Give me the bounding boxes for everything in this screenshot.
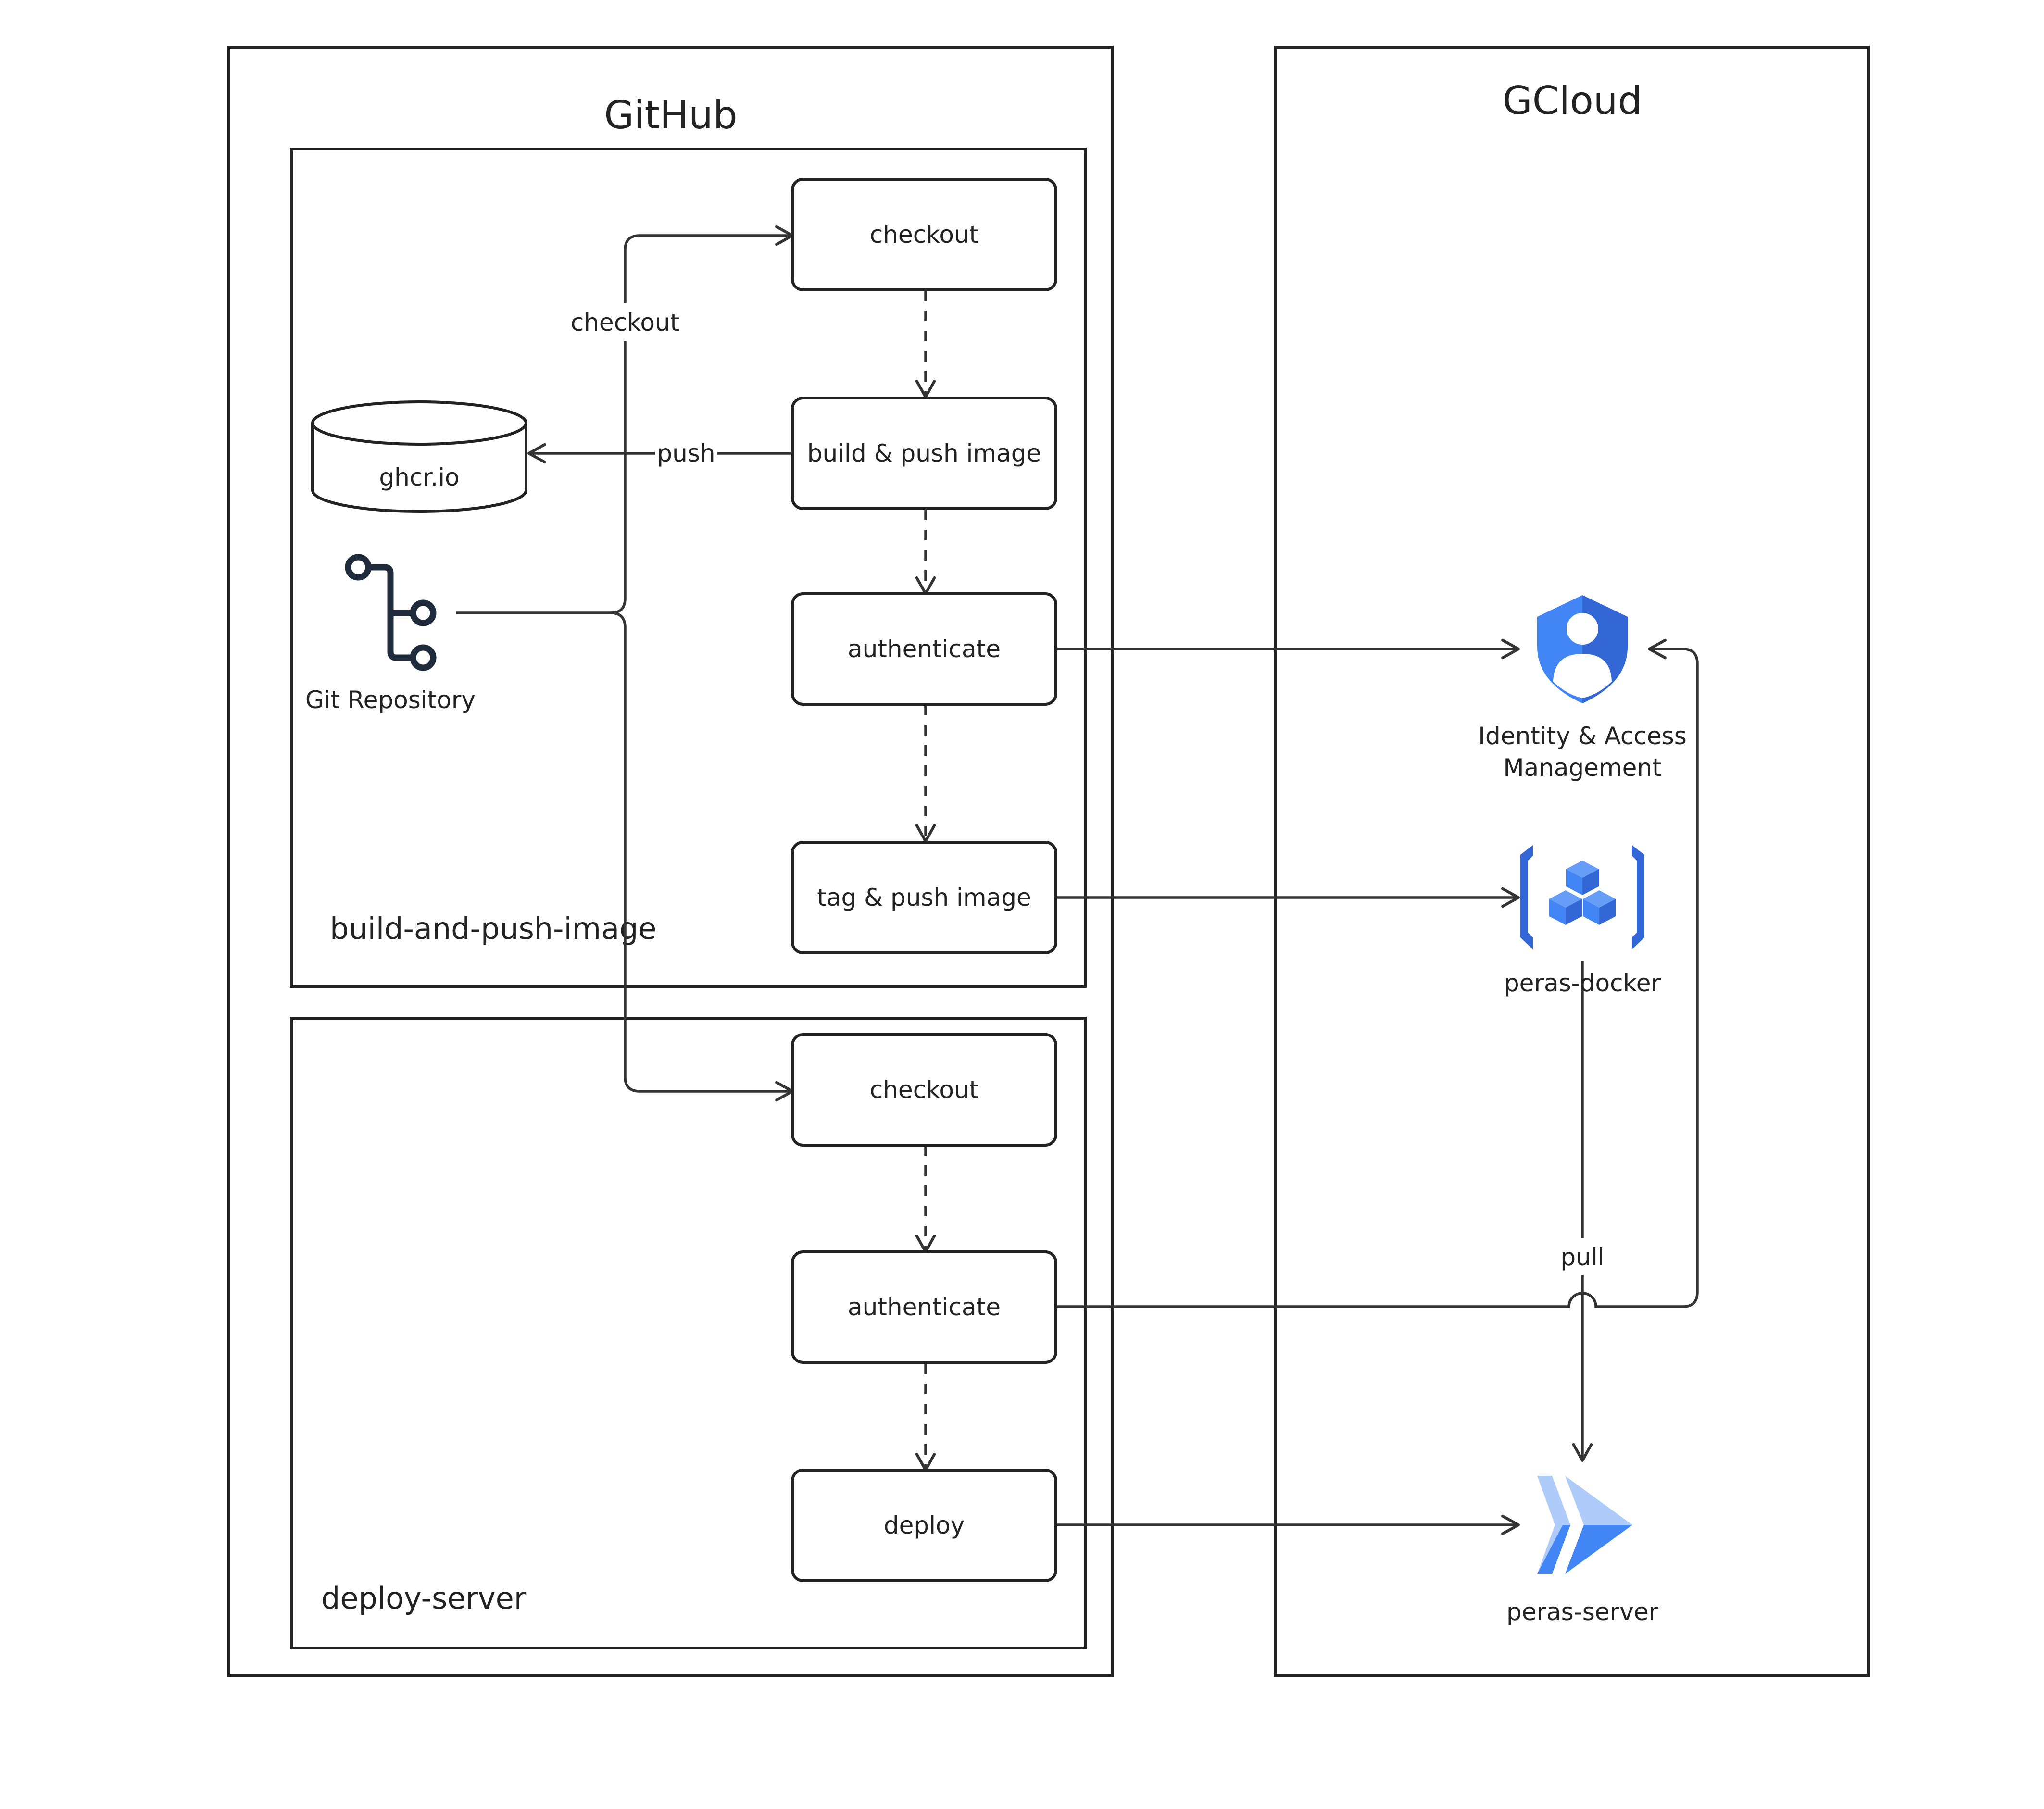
- step-label: authenticate: [848, 635, 1001, 663]
- server-node[interactable]: peras-server: [1506, 1476, 1659, 1626]
- github-title: GitHub: [604, 93, 737, 137]
- edge-deploy-auth-to-iam: [1057, 638, 1699, 1308]
- registry-label: ghcr.io: [379, 463, 459, 491]
- checkout-edge-label: checkout: [571, 309, 680, 337]
- git-branch-icon: [345, 554, 437, 671]
- iam-label-line1: Identity & Access: [1478, 722, 1687, 750]
- github-group: [227, 46, 1114, 1677]
- step-label: deploy: [884, 1511, 965, 1539]
- step-build-checkout[interactable]: checkout: [791, 178, 1057, 291]
- deploy-job-title: deploy-server: [321, 1581, 527, 1616]
- step-tag-and-push-image[interactable]: tag & push image: [791, 841, 1057, 954]
- iam-label-line2: Management: [1503, 754, 1661, 782]
- cloud-run-icon: [1537, 1476, 1632, 1574]
- step-label: build & push image: [807, 439, 1041, 467]
- step-build-authenticate[interactable]: authenticate: [791, 592, 1057, 706]
- iam-shield-icon: [1537, 595, 1628, 703]
- edge-repo-to-deploy-checkout: [610, 611, 794, 1102]
- gcloud-group: [1274, 46, 1870, 1677]
- artifact-registry-icon: [1520, 845, 1644, 949]
- step-deploy-authenticate[interactable]: authenticate: [791, 1250, 1057, 1364]
- build-job-group: [290, 148, 1087, 988]
- docker-label: peras-docker: [1504, 969, 1661, 997]
- deploy-job-group: [290, 1017, 1087, 1649]
- git-repository[interactable]: Git Repository: [305, 554, 476, 714]
- build-job-title: build-and-push-image: [330, 911, 657, 946]
- step-label: checkout: [870, 221, 979, 249]
- step-deploy-checkout[interactable]: checkout: [791, 1033, 1057, 1147]
- step-label: tag & push image: [817, 884, 1031, 911]
- step-deploy[interactable]: deploy: [791, 1469, 1057, 1582]
- step-label: checkout: [870, 1076, 979, 1104]
- registry-ghcr[interactable]: ghcr.io: [311, 400, 527, 513]
- edge-repo-to-build-checkout: [456, 225, 794, 614]
- iam-node[interactable]: Identity & Access Management: [1478, 595, 1687, 782]
- repo-label: Git Repository: [305, 686, 476, 714]
- push-edge-label: push: [657, 439, 715, 467]
- server-label: peras-server: [1506, 1598, 1659, 1626]
- gcloud-title: GCloud: [1503, 78, 1643, 123]
- docker-node[interactable]: peras-docker: [1504, 845, 1661, 998]
- pull-edge-label: pull: [1560, 1243, 1604, 1271]
- step-build-and-push-image[interactable]: build & push image: [791, 397, 1057, 510]
- step-label: authenticate: [848, 1293, 1001, 1321]
